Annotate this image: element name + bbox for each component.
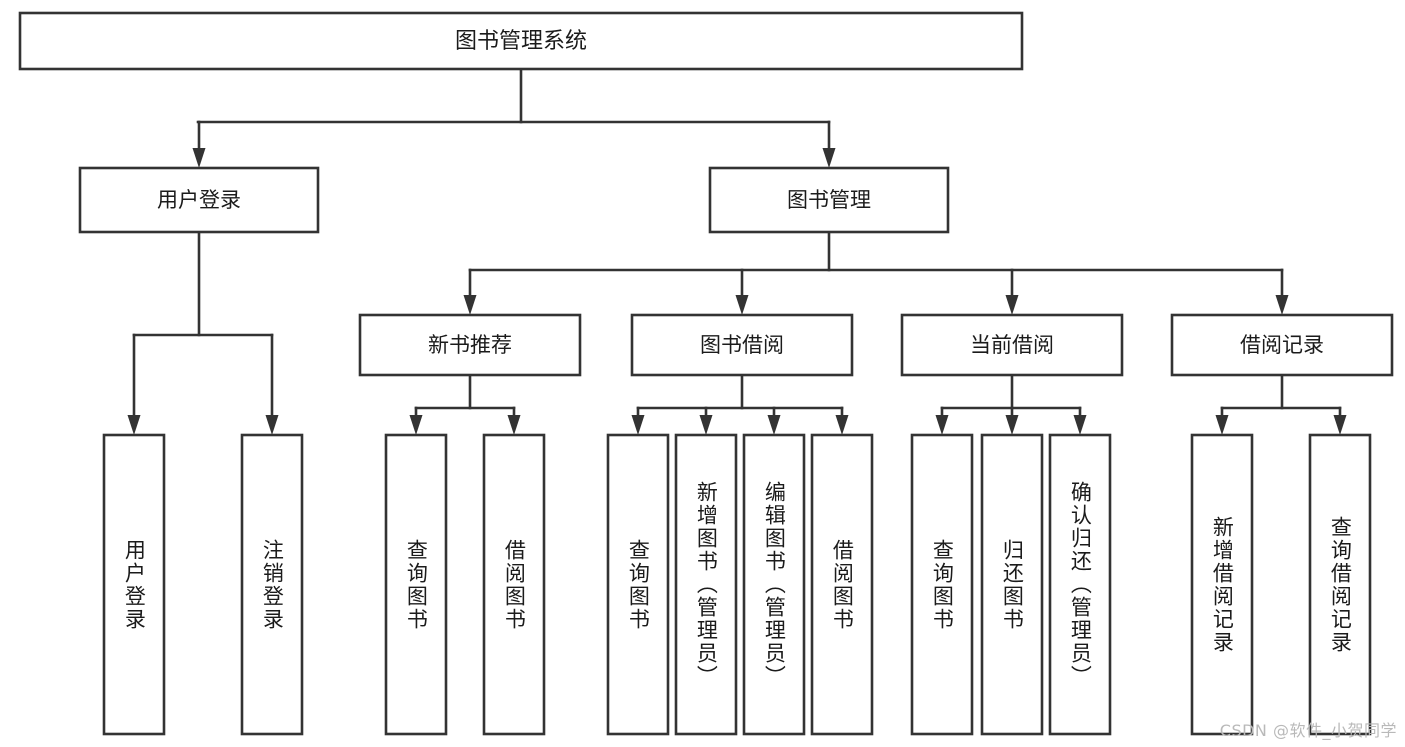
leaf-node-查询图书-box[interactable] bbox=[910, 433, 974, 736]
leaf-node-查询图书-box[interactable] bbox=[606, 433, 670, 736]
level2-node-新书推荐-box[interactable] bbox=[358, 313, 582, 377]
level2-node-当前借阅-box[interactable] bbox=[900, 313, 1124, 377]
leaf-node-确认归还管理员-box[interactable] bbox=[1048, 433, 1112, 736]
level1-node-用户登录-label: 用户登录 bbox=[157, 188, 241, 212]
record-bus-arrow-0 bbox=[1215, 415, 1229, 435]
connectors-layer bbox=[127, 67, 1347, 435]
root-node-图书管理系统-box[interactable] bbox=[18, 11, 1024, 71]
watermark: CSDN @软件_小贺同学 bbox=[1219, 721, 1397, 740]
leaf-node-借阅图书-box[interactable] bbox=[810, 433, 874, 736]
user-login-bus-arrow-0 bbox=[127, 415, 141, 435]
new-book-bus-arrow-1 bbox=[507, 415, 521, 435]
boxes-layer bbox=[18, 11, 1394, 736]
leaf-node-编辑图书管理员-box[interactable] bbox=[742, 433, 806, 736]
book-manage-bus-arrow-3 bbox=[1275, 295, 1289, 315]
borrow-bus-arrow-0 bbox=[631, 415, 645, 435]
leaf-node-注销登录-box[interactable] bbox=[240, 433, 304, 736]
level1-node-图书管理-box[interactable] bbox=[708, 166, 950, 234]
leaf-node-归还图书-box[interactable] bbox=[980, 433, 1044, 736]
borrow-bus-arrow-2 bbox=[767, 415, 781, 435]
root-bus-arrow-1 bbox=[822, 148, 836, 168]
leaf-node-用户登录-box[interactable] bbox=[102, 433, 166, 736]
leaf-node-查询图书-box[interactable] bbox=[384, 433, 448, 736]
level2-node-图书借阅-label: 图书借阅 bbox=[700, 333, 784, 357]
current-borrow-bus-arrow-2 bbox=[1073, 415, 1087, 435]
leaf-node-查询借阅记录-box[interactable] bbox=[1308, 433, 1372, 736]
book-manage-bus-arrow-0 bbox=[463, 295, 477, 315]
record-bus-arrow-1 bbox=[1333, 415, 1347, 435]
current-borrow-bus-arrow-1 bbox=[1005, 415, 1019, 435]
level2-node-当前借阅-label: 当前借阅 bbox=[970, 333, 1054, 357]
root-node-图书管理系统-label: 图书管理系统 bbox=[455, 29, 587, 54]
user-login-bus-arrow-1 bbox=[265, 415, 279, 435]
level1-node-图书管理-label: 图书管理 bbox=[787, 188, 871, 212]
book-manage-bus-arrow-2 bbox=[1005, 295, 1019, 315]
level2-node-借阅记录-box[interactable] bbox=[1170, 313, 1394, 377]
borrow-bus-arrow-3 bbox=[835, 415, 849, 435]
borrow-bus-arrow-1 bbox=[699, 415, 713, 435]
leaf-node-新增图书管理员-box[interactable] bbox=[674, 433, 738, 736]
new-book-bus-arrow-0 bbox=[409, 415, 423, 435]
level2-node-图书借阅-box[interactable] bbox=[630, 313, 854, 377]
leaf-node-新增借阅记录-box[interactable] bbox=[1190, 433, 1254, 736]
book-manage-bus-arrow-1 bbox=[735, 295, 749, 315]
root-bus-arrow-0 bbox=[192, 148, 206, 168]
level2-node-新书推荐-label: 新书推荐 bbox=[428, 333, 512, 357]
level2-node-借阅记录-label: 借阅记录 bbox=[1240, 333, 1324, 357]
level1-node-用户登录-box[interactable] bbox=[78, 166, 320, 234]
leaf-node-借阅图书-box[interactable] bbox=[482, 433, 546, 736]
current-borrow-bus-arrow-0 bbox=[935, 415, 949, 435]
